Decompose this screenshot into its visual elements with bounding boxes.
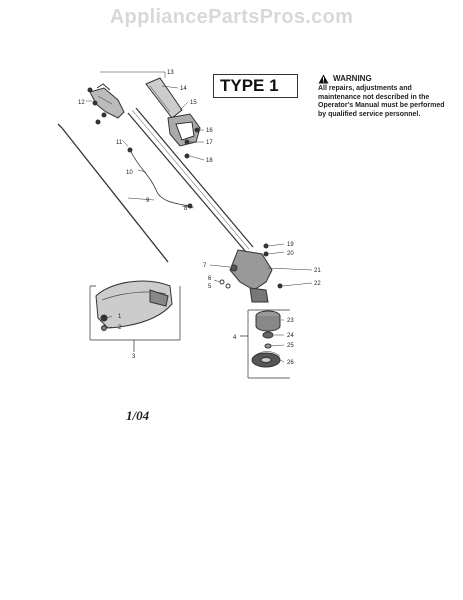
shaft-part: [127, 107, 254, 253]
callout-5: 5: [208, 284, 212, 290]
shield-group-bracket: [89, 285, 181, 352]
warning-title: WARNING: [333, 73, 372, 83]
callout-19: 19: [287, 242, 294, 248]
callout-15: 15: [190, 100, 197, 106]
callout-17: 17: [206, 140, 213, 146]
callout-14: 14: [180, 86, 187, 92]
callout-23: 23: [287, 318, 294, 324]
callout-25: 25: [287, 343, 294, 349]
warning-text: All repairs, adjustments and maintenance…: [318, 85, 445, 118]
handle-part: [89, 83, 125, 119]
callout-10: 10: [126, 170, 133, 176]
callout-11: 11: [116, 140, 123, 146]
callout-26: 26: [287, 360, 294, 366]
shield-part: [95, 280, 173, 331]
assist-handle-part: [145, 77, 201, 147]
callout-1: 1: [118, 314, 122, 320]
callout-21: 21: [314, 268, 321, 274]
callout-labels: 13 14 12 15 16 11 17 18 10 9 8 19 20 7 2…: [78, 70, 321, 366]
callout-2: 2: [118, 325, 122, 331]
diagram-type-label: TYPE 1: [213, 74, 298, 98]
callout-7: 7: [203, 263, 207, 269]
callout-9: 9: [146, 198, 150, 204]
leader-lines: [86, 71, 313, 363]
head-group-bracket: [240, 309, 290, 379]
watermark: AppliancePartsPros.com: [109, 6, 354, 28]
drive-shaft-part: [57, 123, 169, 263]
gearhead-part: [219, 249, 273, 303]
callout-12: 12: [78, 100, 85, 106]
callout-20: 20: [287, 251, 294, 257]
warning-triangle-icon: [318, 74, 329, 84]
callout-4: 4: [233, 335, 237, 341]
callout-18: 18: [206, 158, 213, 164]
callout-3: 3: [132, 354, 136, 360]
callout-6: 6: [208, 276, 212, 282]
callout-22: 22: [314, 281, 321, 287]
trimmer-head-part: [251, 310, 281, 368]
date-code: 1/04: [126, 408, 150, 423]
callout-24: 24: [287, 333, 294, 339]
warning-header: WARNING: [318, 74, 450, 84]
callout-8: 8: [184, 206, 188, 212]
callout-13: 13: [167, 70, 174, 76]
warning-block: WARNING All repairs, adjustments and mai…: [318, 74, 450, 119]
callout-16: 16: [206, 128, 213, 134]
